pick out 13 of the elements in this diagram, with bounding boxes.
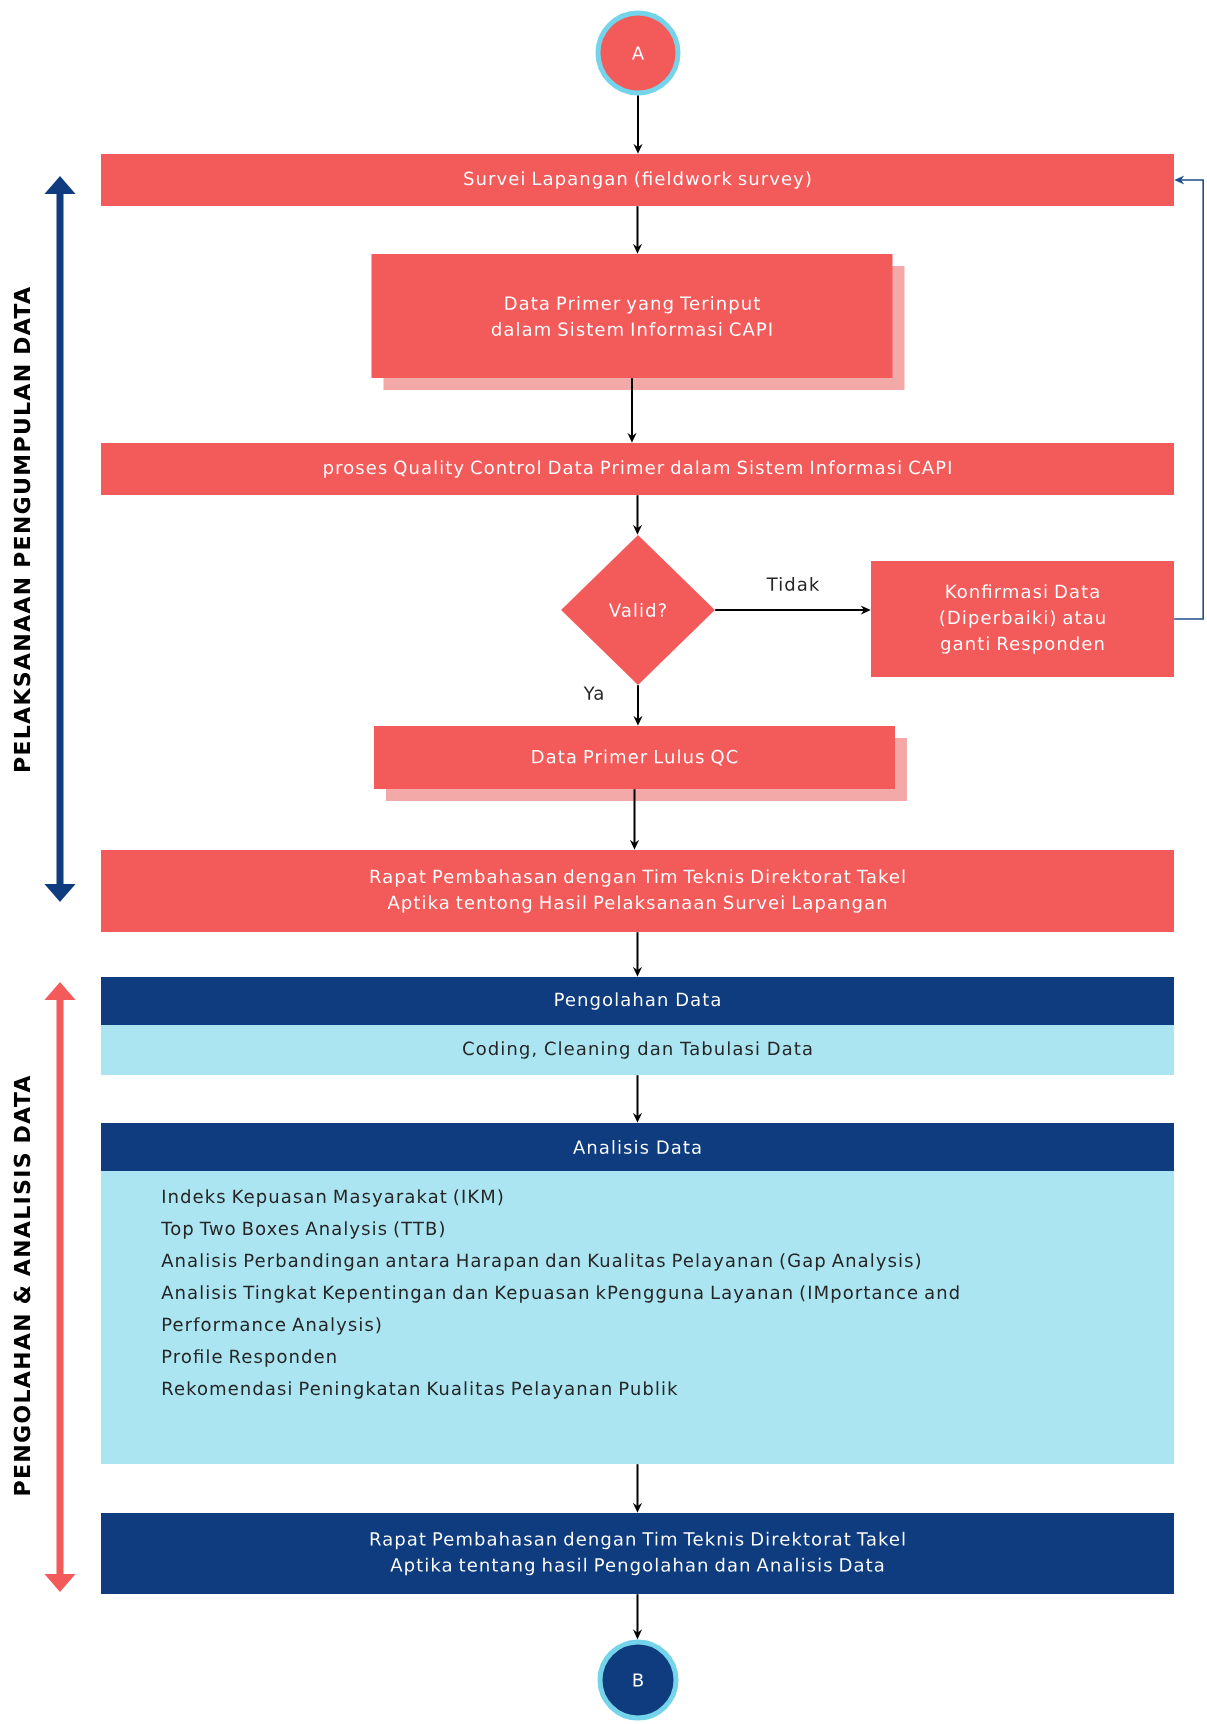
process-box: Rapat Pembahasan dengan Tim Teknis Direktorat Takel Aptika tentong Hasil Pelaksanaan Survei Lapangan xyxy=(101,850,1174,932)
edge-label: Tidak xyxy=(764,575,822,593)
edge-label: Ya xyxy=(581,684,607,702)
section-label: PENGOLAHAN & ANALISIS DATA xyxy=(13,1075,31,1495)
section-label: PELAKSANAAN PENGUMPULAN DATA xyxy=(13,287,31,771)
process-box: Konfirmasi Data (Diperbaiki) atau ganti Responden xyxy=(871,561,1174,677)
process-box: Data Primer Lulus QC xyxy=(374,726,907,801)
process-box: Pengolahan Data Coding, Cleaning dan Tabulasi Data xyxy=(101,977,1174,1075)
process-box: Rapat Pembahasan dengan Tim Teknis Direktorat Takel Aptika tentang hasil Pengolahan dan Analisis Data xyxy=(101,1513,1174,1594)
process-box: Analisis Data Indeks Kepuasan Masyarakat (IKM) Top Two Boxes Analysis (TTB) Analisis Perbandingan antara Harapan dan Kualitas Pelayanan (Gap Analysis) Analisis Tingkat Kepentingan dan Kepuasan kPengguna Layanan (IMportance and Performance Analysis) Profile Responden Rekomendasi Peningkatan Kualitas Pelayanan Publik xyxy=(101,1123,1174,1464)
process-box: Survei Lapangan (fieldwork survey) xyxy=(101,154,1174,206)
process-box: Data Primer yang Terinput dalam Sistem Informasi CAPI xyxy=(371,254,905,390)
process-box: proses Quality Control Data Primer dalam Sistem Informasi CAPI xyxy=(101,443,1174,495)
